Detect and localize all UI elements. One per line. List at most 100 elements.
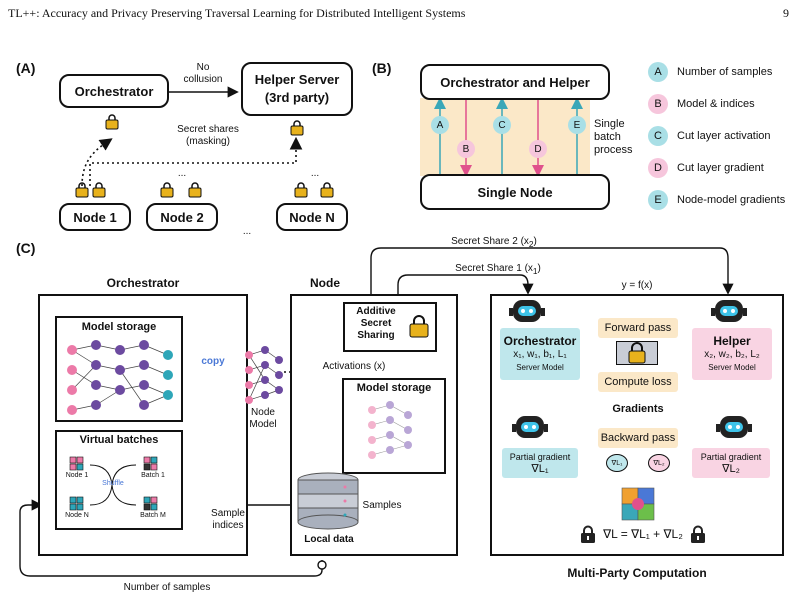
additive-line1: Additive	[356, 306, 396, 317]
helper-grad-l2: ∇L₂	[722, 463, 740, 475]
single-batch-line2: batch	[594, 131, 621, 143]
yfx-label: y = f(x)	[621, 280, 653, 291]
sample-indices-line1: Sample	[211, 508, 245, 519]
legend-text: Cut layer activation	[677, 130, 771, 142]
lock-icon	[75, 182, 89, 198]
secret-share-1-paren: )	[537, 263, 541, 274]
letter-d: D	[529, 140, 547, 158]
mpc-orch-server-model: Server Model	[516, 362, 564, 372]
letter-a: A	[431, 116, 449, 134]
secret-share-2-text: Secret Share 2 (x	[451, 236, 529, 247]
legend-text: Model & indices	[677, 98, 755, 110]
legend-badge: E	[648, 190, 668, 210]
helper-server-box: Helper Server (3rd party)	[241, 62, 353, 116]
node-model-label: Node Model	[240, 407, 286, 431]
model-storage-title: Model storage	[81, 321, 157, 333]
no-collusion-label: No collusion	[178, 62, 228, 86]
helper-server-line1: Helper Server	[254, 72, 340, 87]
panel-c-label: (C)	[16, 240, 36, 256]
mpc-title: Multi-Party Computation	[567, 566, 707, 580]
lock-icon	[290, 120, 304, 136]
mpc-helper-card: Helper x₂, w₂, b₂, L₂ Server Model	[692, 328, 772, 380]
legend-badge: D	[648, 158, 668, 178]
vb-batchm-label: Batch M	[140, 512, 166, 519]
node-model-line2: Model	[249, 419, 277, 430]
single-batch-label: Single batch process	[594, 118, 644, 157]
vb-batch1-label: Batch 1	[141, 472, 165, 479]
mpc-orchestrator-title: Orchestrator	[503, 333, 577, 348]
node-2-box: Node 2	[146, 203, 218, 231]
lock-icon	[105, 114, 119, 130]
lock-icon	[690, 525, 706, 544]
node-title: Node	[310, 276, 340, 290]
secret-share-1-text: Secret Share 1 (x	[455, 263, 533, 274]
robot-icon	[509, 296, 545, 328]
shuffle-label: Shuffle	[102, 480, 124, 487]
number-of-samples-label: Number of samples	[123, 582, 211, 593]
small-grad-l2: ∇L₂	[648, 454, 670, 472]
ellipsis: ...	[177, 168, 187, 179]
legend-item-d: D Cut layer gradient	[648, 158, 764, 178]
orch-partial-gradient-label: Partial gradient	[509, 452, 571, 462]
secret-share-2-label: Secret Share 2 (x2)	[434, 236, 554, 249]
secret-share-2-paren: )	[533, 236, 537, 247]
compute-loss-pill: Compute loss	[598, 372, 678, 392]
orchestrator-helper-box: Orchestrator and Helper	[420, 64, 610, 100]
helper-partial-gradient-card: Partial gradient ∇L₂	[692, 448, 770, 478]
helper-partial-gradient-label: Partial gradient	[700, 452, 762, 462]
secret-share-1-label: Secret Share 1 (x1)	[438, 263, 558, 276]
forward-pass-pill: Forward pass	[598, 318, 678, 338]
vb-node1-label: Node 1	[65, 472, 89, 479]
final-gradient-equation: ∇L = ∇L₁ + ∇L₂	[603, 527, 683, 541]
legend-item-b: B Model & indices	[648, 94, 755, 114]
running-header: TL++: Accuracy and Privacy Preserving Tr…	[8, 6, 466, 20]
ellipsis: ...	[310, 168, 320, 179]
single-node-box: Single Node	[420, 174, 610, 210]
activations-label: Activations (x)	[322, 361, 386, 372]
secret-share-2-sub: 2	[528, 239, 534, 249]
helper-server-line2: (3rd party)	[264, 90, 330, 105]
node-model-line1: Node	[251, 407, 275, 418]
local-data-label: Local data	[304, 534, 354, 545]
lock-icon	[580, 525, 596, 544]
orchestrator-box: Orchestrator	[59, 74, 169, 108]
robot-icon	[716, 412, 752, 444]
small-grad-l1: ∇L₁	[606, 454, 628, 472]
orchestrator-title: Orchestrator	[106, 276, 180, 290]
robot-icon	[711, 296, 747, 328]
legend-item-a: A Number of samples	[648, 62, 772, 82]
secret-shares-line2: (masking)	[186, 136, 230, 147]
ellipsis: ...	[242, 226, 252, 237]
single-batch-line3: process	[594, 144, 633, 156]
lock-icon	[320, 182, 334, 198]
node-n-box: Node N	[276, 203, 348, 231]
legend-badge: A	[648, 62, 668, 82]
single-batch-line1: Single	[594, 118, 625, 130]
additive-line2: Secret	[360, 318, 392, 329]
secret-shares-line1: Secret shares	[177, 124, 239, 135]
secret-share-1-sub: 1	[532, 266, 538, 276]
letter-c: C	[493, 116, 511, 134]
lock-icon	[409, 315, 429, 338]
secret-shares-label: Secret shares (masking)	[168, 124, 248, 148]
backward-pass-pill: Backward pass	[598, 428, 678, 448]
lock-icon	[627, 342, 647, 365]
samples-label: Samples	[362, 500, 402, 511]
node-1-box: Node 1	[59, 203, 131, 231]
mpc-helper-title: Helper	[713, 333, 751, 348]
legend-badge: B	[648, 94, 668, 114]
gradients-title: Gradients	[612, 403, 664, 415]
panel-a-label: (A)	[16, 60, 36, 76]
lock-icon	[92, 182, 106, 198]
page-number: 9	[783, 6, 789, 20]
legend-text: Number of samples	[677, 66, 773, 78]
orch-grad-l1: ∇L₁	[531, 463, 549, 475]
no-collusion-line1: No	[196, 62, 210, 73]
lock-icon	[160, 182, 174, 198]
legend-text: Cut layer gradient	[677, 162, 764, 174]
letter-e: E	[568, 116, 586, 134]
no-collusion-line2: collusion	[183, 74, 223, 85]
mpc-helper-server-model: Server Model	[708, 362, 756, 372]
panel-b-label: (B)	[372, 60, 392, 76]
